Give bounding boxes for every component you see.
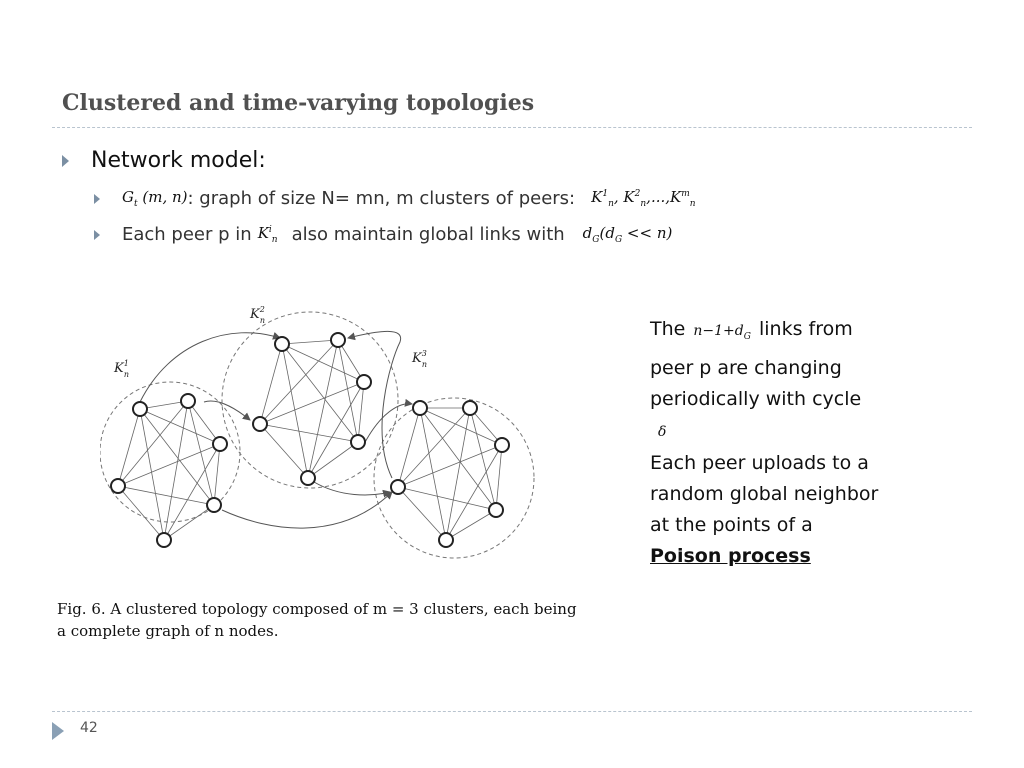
poison-process-link[interactable]: Poison process bbox=[650, 544, 811, 567]
peer-node bbox=[462, 400, 478, 416]
bullet-text: : graph of size N= mn, m clusters of pee… bbox=[187, 188, 576, 209]
math-dg: dG(dG << n) bbox=[582, 224, 673, 245]
peer-node bbox=[494, 437, 510, 453]
peer-node bbox=[180, 393, 196, 409]
figure-caption: Fig. 6. A clustered topology composed of… bbox=[57, 600, 577, 640]
global-link-arrows bbox=[139, 330, 413, 529]
peer-node bbox=[390, 479, 406, 495]
bullet-arrow-icon bbox=[94, 229, 100, 240]
bullet-text: also maintain global links with bbox=[291, 224, 565, 245]
peer-node bbox=[356, 374, 372, 390]
sidebar-text: The n−1+dG links from peer p are changin… bbox=[650, 318, 879, 567]
peer-node bbox=[156, 532, 172, 548]
peer-node bbox=[212, 436, 228, 452]
peer-node bbox=[330, 332, 346, 348]
math-cluster-list: K1n, K2n,...,Kmn bbox=[591, 188, 696, 209]
math-n-minus-1-plus-dg: n−1+dG bbox=[693, 323, 751, 342]
bullet-arrow-icon bbox=[62, 154, 69, 167]
math-kin: Kin bbox=[257, 224, 278, 245]
sidebar-body: from peer p are changing periodically wi… bbox=[650, 318, 862, 410]
math-gt: Gt (m, n) bbox=[122, 188, 188, 209]
cluster-boundary-3 bbox=[373, 397, 535, 559]
peer-node bbox=[274, 336, 290, 352]
cluster2-edges bbox=[259, 339, 365, 479]
page-number: 42 bbox=[80, 720, 98, 736]
bullet-graph-size: Gt (m, n) : graph of size N= mn, m clust… bbox=[94, 188, 696, 209]
cluster3-nodes bbox=[390, 400, 510, 548]
cluster3-edges bbox=[397, 407, 503, 541]
global-link-arrow bbox=[139, 332, 281, 403]
bullet-text: Network model: bbox=[91, 148, 266, 173]
peer-node bbox=[350, 434, 366, 450]
bullet-arrow-icon bbox=[94, 193, 100, 204]
global-link-arrow bbox=[203, 400, 251, 421]
math-delta: δ bbox=[658, 423, 667, 440]
bullet-network-model: Network model: bbox=[62, 148, 266, 173]
cluster1-nodes bbox=[110, 393, 228, 548]
cluster2-nodes bbox=[252, 332, 372, 486]
cluster-boundary-2 bbox=[221, 311, 399, 489]
cluster1-edges bbox=[117, 400, 221, 541]
peer-node bbox=[110, 478, 126, 494]
bullet-global-links: Each peer p in Kin also maintain global … bbox=[94, 224, 672, 245]
cluster-boundary-1 bbox=[100, 381, 241, 523]
global-link-arrow bbox=[221, 491, 393, 529]
title-divider bbox=[52, 127, 972, 128]
sidebar-body-2: Each peer uploads to a random global nei… bbox=[650, 451, 879, 536]
bullet-text: Each peer p in bbox=[122, 224, 252, 245]
peer-node bbox=[206, 497, 222, 513]
global-link-arrow bbox=[347, 330, 402, 479]
peer-node bbox=[132, 401, 148, 417]
sidebar-line1-pre: The bbox=[650, 318, 686, 340]
peer-node bbox=[252, 416, 268, 432]
peer-node bbox=[412, 400, 428, 416]
peer-node bbox=[438, 532, 454, 548]
peer-node bbox=[488, 502, 504, 518]
peer-node bbox=[300, 470, 316, 486]
footer-divider bbox=[52, 711, 972, 712]
footer-arrow-icon bbox=[52, 722, 64, 740]
global-link-arrow bbox=[313, 481, 391, 498]
slide-title: Clustered and time-varying topologies bbox=[62, 90, 535, 116]
global-link-arrow bbox=[361, 398, 413, 449]
